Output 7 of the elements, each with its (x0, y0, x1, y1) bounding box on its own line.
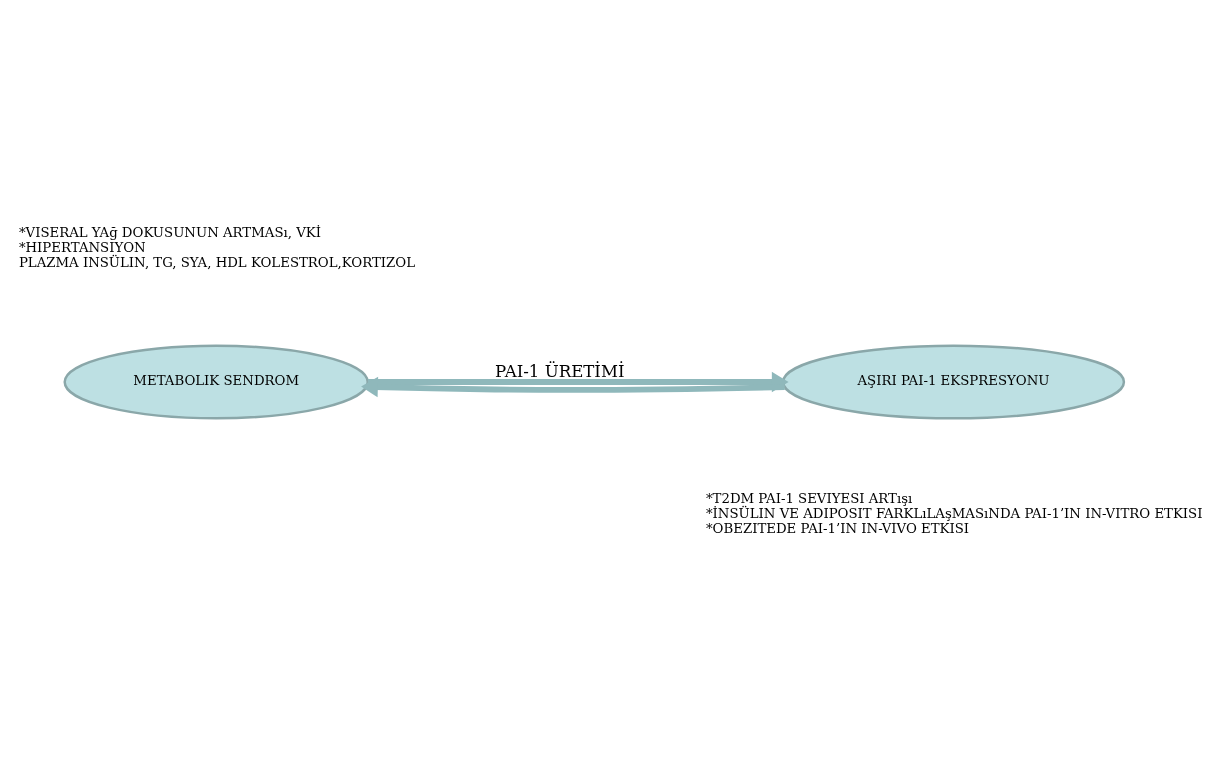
label: *İNSÜLIN VE ADIPOSIT FARKLıLAşMASıNDA PAI-1’IN IN-VITRO ETKISI (705, 506, 1203, 522)
label: *OBEZITEDE PAI-1’IN IN-VIVO ETKISI (705, 521, 970, 537)
label: PLAZMA INSÜLIN, TG, SYA, HDL KOLESTROL,KORTIZOL (18, 255, 416, 271)
label: *HIPERTANSIYON (18, 240, 146, 256)
label: *T2DM PAI-1 SEVIYESI ARTışı (705, 491, 913, 507)
label: *VISERAL YAğ DOKUSUNUN ARTMASı, VKİ (18, 225, 321, 241)
edge-label: PAI-1 ÜRETİMİ (494, 362, 625, 382)
